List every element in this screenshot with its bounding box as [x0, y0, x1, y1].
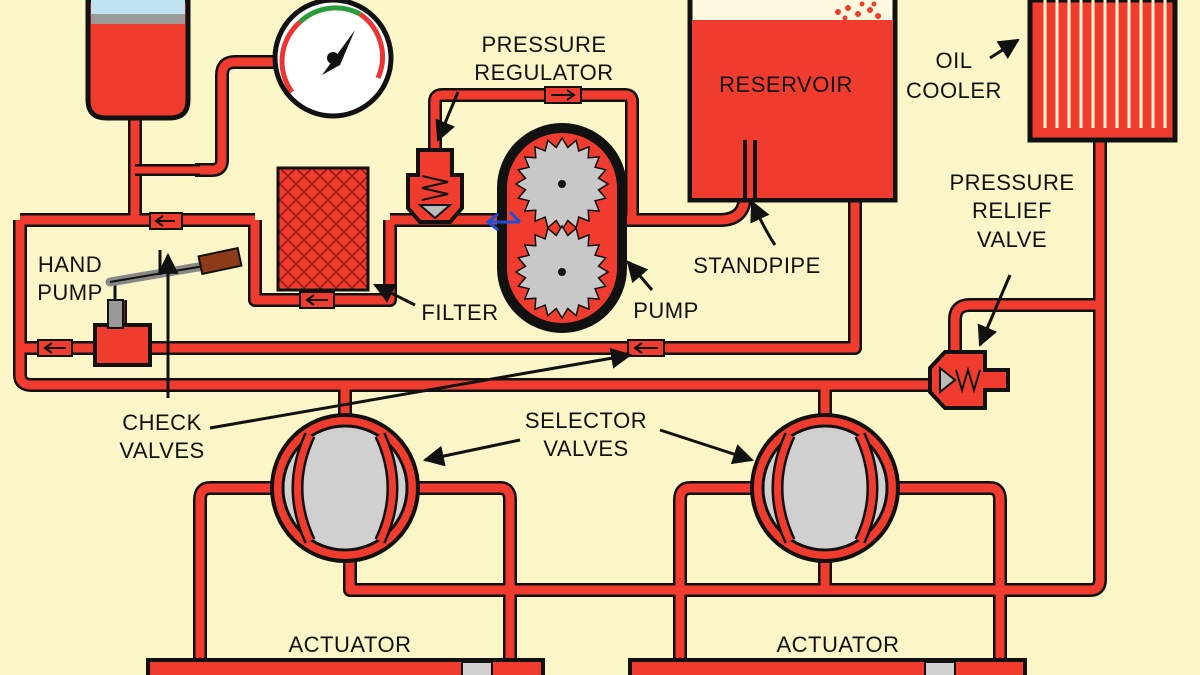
spring-icon — [955, 366, 981, 394]
label-pump: PUMP — [633, 298, 699, 323]
pressure-regulator-valve — [406, 148, 464, 224]
label-standpipe: STANDPIPE — [693, 253, 821, 278]
label-pressure-relief-line1: PRESSURE — [949, 170, 1074, 195]
actuator-right — [628, 658, 1027, 675]
actuator-left — [146, 658, 545, 675]
label-filter: FILTER — [421, 300, 498, 325]
label-check-valves-line1: CHECK — [122, 410, 202, 435]
oil-cooler — [1027, 0, 1178, 143]
label-pressure-relief-line3: VALVE — [977, 227, 1047, 252]
check-valve-icon — [37, 86, 665, 357]
check-valve-top-left — [149, 212, 183, 230]
label-pressure-regulator-line1: PRESSURE — [481, 32, 606, 57]
pressure-relief-valve — [928, 350, 1010, 410]
spring-icon — [421, 175, 449, 201]
flow-arrow-icon — [485, 210, 522, 232]
gear-top-hub — [558, 180, 566, 188]
label-oil-cooler-line2: COOLER — [906, 78, 1002, 103]
leader-lines — [157, 38, 1020, 467]
label-actuator-left: ACTUATOR — [289, 632, 412, 657]
label-hand-pump-line1: HAND — [38, 252, 102, 277]
actuators — [146, 658, 1027, 675]
selector-valve-right — [750, 413, 900, 563]
check-valve-hand-pump — [37, 339, 73, 357]
pressure-gauge-icon — [272, 0, 394, 119]
check-valve-filter-bypass — [299, 291, 335, 309]
label-pressure-relief-line2: RELIEF — [972, 198, 1052, 223]
label-selector-valves-line1: SELECTOR — [525, 408, 647, 433]
tank — [85, 0, 191, 121]
label-reservoir: RESERVOIR — [719, 72, 853, 97]
check-valve-return — [627, 339, 665, 357]
reservoir — [687, 0, 898, 203]
rotary-selector-valve-icon — [270, 413, 900, 563]
selector-valve-left — [270, 413, 420, 563]
label-check-valves-line2: VALVES — [119, 438, 204, 463]
label-actuator-right: ACTUATOR — [777, 632, 900, 657]
labels: PRESSURE REGULATOR RESERVOIR OIL COOLER … — [37, 32, 1074, 657]
label-hand-pump-line2: PUMP — [37, 280, 103, 305]
check-valve-regulator-loop — [544, 86, 582, 104]
gears — [514, 136, 610, 320]
hand-pump-icon — [93, 246, 243, 367]
label-oil-cooler-line1: OIL — [936, 48, 973, 73]
gear-bottom-hub — [558, 268, 566, 276]
filter-icon — [276, 166, 370, 292]
gear-pump-icon — [485, 123, 627, 333]
label-pressure-regulator-line2: REGULATOR — [474, 60, 613, 85]
label-selector-valves-line2: VALVES — [543, 436, 628, 461]
